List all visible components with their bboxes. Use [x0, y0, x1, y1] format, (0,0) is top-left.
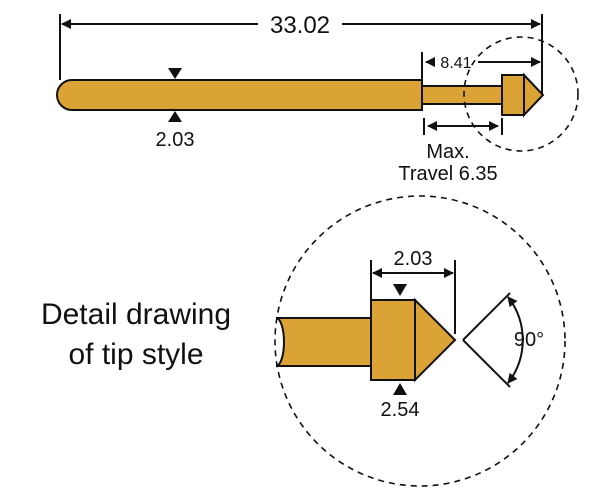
tip-length-label: 8.41 [440, 55, 471, 72]
overall-length-dimension: 33.02 [59, 12, 543, 95]
max-travel-dimension: Max. Travel 6.35 [398, 118, 503, 185]
detail-tip-diameter-label: 2.54 [381, 399, 420, 421]
tip-detail-body [370, 299, 416, 381]
probe-barrel [56, 79, 423, 111]
body-diameter-label: 2.03 [156, 129, 195, 151]
tip-detail-view [275, 297, 457, 383]
detail-caption-line1: Detail drawing [41, 298, 231, 331]
detail-tip-length-label: 2.03 [394, 248, 433, 270]
detail-tip-diameter-dimension: 2.54 [381, 284, 420, 421]
max-travel-line2: Travel 6.35 [398, 163, 497, 185]
probe-tip-body [501, 74, 525, 116]
detail-caption-line2: of tip style [68, 338, 203, 371]
probe-tip-cone [523, 72, 545, 118]
probe-plunger [421, 85, 503, 105]
max-travel-line1: Max. [426, 141, 469, 163]
tip-length-dimension: 8.41 [421, 52, 541, 80]
detail-tip-length-dimension: 2.03 [370, 248, 456, 334]
overall-length-label: 33.02 [270, 12, 330, 39]
detail-callout-circle [463, 36, 579, 152]
tip-angle-dimension: 90° [462, 292, 544, 388]
probe-full-view [56, 72, 545, 118]
tip-detail-shaft [275, 317, 372, 367]
tip-angle-label: 90° [514, 329, 544, 351]
detail-view-circle [274, 195, 566, 487]
body-diameter-dimension: 2.03 [156, 68, 195, 151]
tip-detail-cone [414, 297, 457, 383]
